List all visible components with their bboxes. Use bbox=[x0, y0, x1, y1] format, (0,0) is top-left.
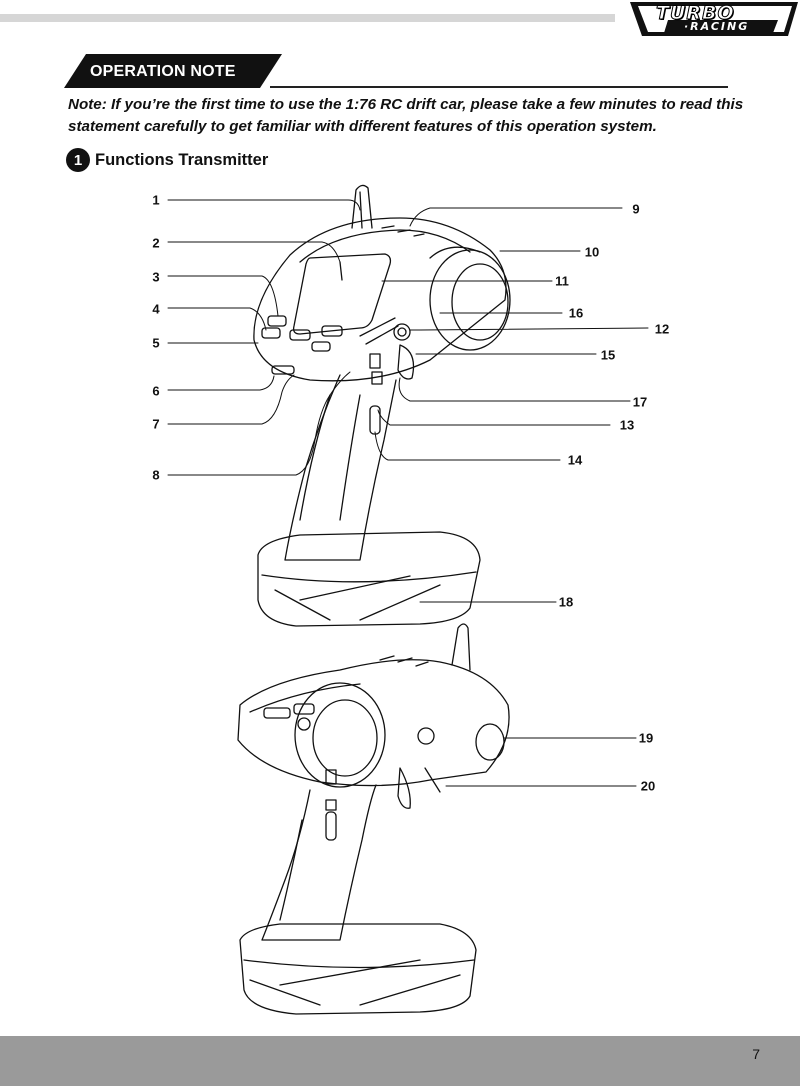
callout-8: 8 bbox=[152, 467, 160, 483]
top-decor-bar bbox=[0, 14, 615, 22]
subsection-number-badge: 1 bbox=[66, 148, 90, 172]
callout-13: 13 bbox=[619, 417, 635, 433]
callout-10: 10 bbox=[584, 244, 600, 260]
callout-14: 14 bbox=[567, 452, 583, 468]
callout-3: 3 bbox=[152, 269, 160, 285]
section-header: OPERATION NOTE bbox=[64, 54, 284, 88]
subsection-title: Functions Transmitter bbox=[95, 150, 269, 169]
callout-6: 6 bbox=[152, 383, 160, 399]
logo-text-racing: ·RACING bbox=[684, 20, 750, 33]
callout-15: 15 bbox=[600, 347, 616, 363]
callout-4: 4 bbox=[152, 301, 160, 317]
page-footer: 7 bbox=[0, 1036, 800, 1086]
operation-note: Note: If you’re the first time to use th… bbox=[68, 96, 744, 135]
callout-2: 2 bbox=[152, 235, 160, 251]
section-title: OPERATION NOTE bbox=[90, 63, 236, 80]
callout-20: 20 bbox=[640, 778, 656, 794]
subsection-heading: 1 Functions Transmitter bbox=[66, 148, 268, 172]
callout-leaders bbox=[167, 199, 649, 787]
transmitter-rear-view bbox=[237, 623, 510, 1015]
callout-12: 12 bbox=[654, 321, 670, 337]
turbo-racing-logo: TURBO ·RACING bbox=[628, 0, 800, 38]
callout-7: 7 bbox=[152, 416, 160, 432]
callout-18: 18 bbox=[558, 594, 574, 610]
logo-text-turbo: TURBO bbox=[656, 2, 735, 25]
transmitter-front-view bbox=[253, 184, 511, 627]
callout-11: 11 bbox=[555, 273, 569, 289]
callout-9: 9 bbox=[632, 201, 640, 217]
section-divider bbox=[270, 86, 728, 88]
callout-1: 1 bbox=[152, 192, 160, 208]
callout-16: 16 bbox=[568, 305, 584, 321]
callout-17: 17 bbox=[632, 394, 648, 410]
transmitter-diagram bbox=[167, 184, 649, 1015]
page-number: 7 bbox=[752, 1046, 760, 1062]
callout-5: 5 bbox=[152, 335, 160, 351]
callout-19: 19 bbox=[638, 730, 654, 746]
